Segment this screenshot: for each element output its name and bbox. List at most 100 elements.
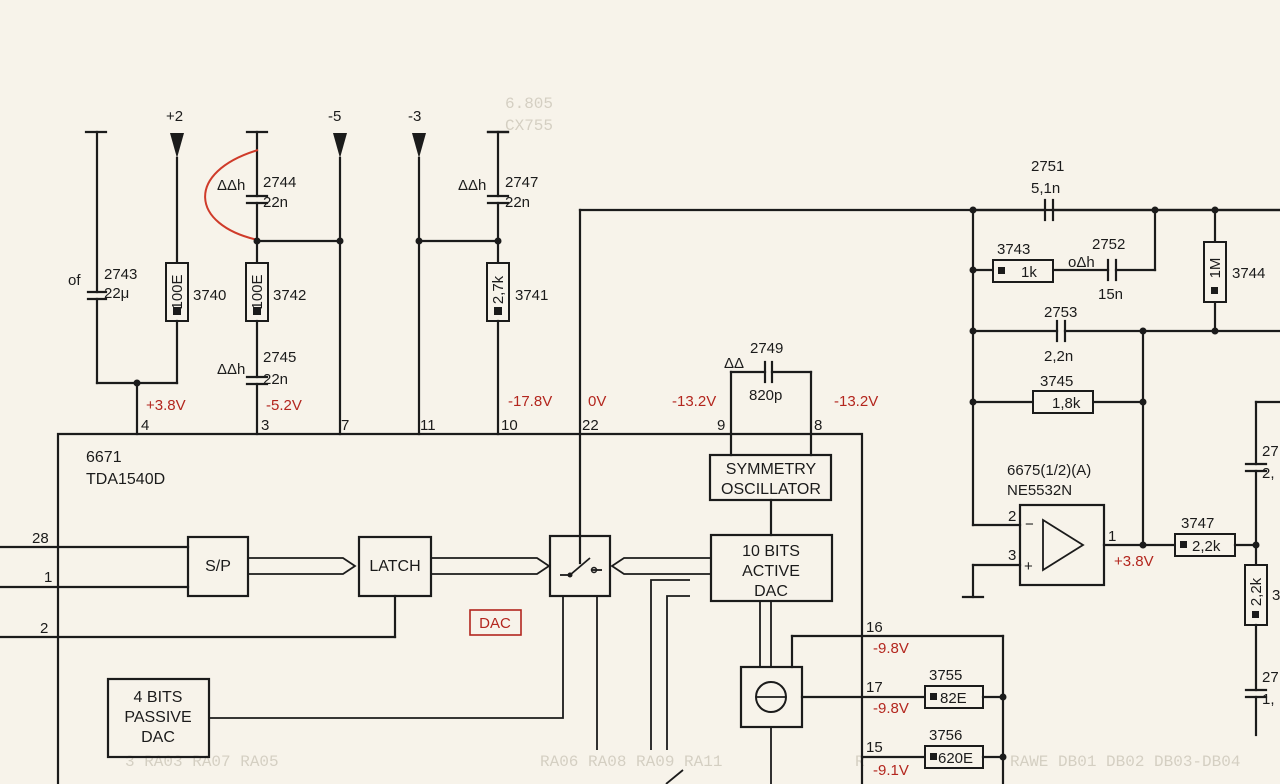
edge-ref-top: 27	[1262, 443, 1279, 460]
pin-17: 17	[866, 679, 883, 696]
passive-dac-label-2: PASSIVE	[124, 709, 191, 726]
c2743-note: of	[68, 272, 81, 289]
passive-dac-label-1: 4 BITS	[134, 689, 183, 706]
c2752-value: 15n	[1098, 286, 1123, 303]
c2749-branch: ΔΔ 2749 820p	[724, 340, 813, 457]
symmetry-oscillator-block: SYMMETRY OSCILLATOR	[708, 453, 833, 502]
ghost-bottom-4: RAWE DB01 DB02 DB03-DB04	[1010, 753, 1240, 771]
r3741-value: 2,7k	[490, 275, 507, 304]
r3745: 1,8k 3745	[1032, 373, 1094, 414]
r3744-value: 1M	[1207, 258, 1224, 279]
opamp-part: NE5532N	[1007, 482, 1072, 499]
voltage-pin4: +3.8V	[146, 397, 186, 414]
c2747-ref: 2747	[505, 174, 538, 191]
pin-8: 8	[814, 417, 822, 434]
c2749-ref: 2749	[750, 340, 783, 357]
supply-plus2-label: +2	[166, 108, 183, 125]
pin-3: 3	[261, 417, 269, 434]
voltage-pin16: -9.8V	[873, 640, 909, 657]
c2752-note: oΔh	[1068, 254, 1095, 271]
r3742-value: 100E	[249, 274, 266, 309]
r3747: 2,2k 3747	[1174, 515, 1260, 557]
r3744-ref: 3744	[1232, 265, 1265, 282]
r3745-value: 1,8k	[1052, 395, 1081, 412]
supply-minus5-label: -5	[328, 108, 341, 125]
pin22-output	[578, 208, 1280, 565]
r3740-ref: 3740	[193, 287, 226, 304]
r3743-ref: 3743	[997, 241, 1030, 258]
ghost-bottom-2: RA06 RA08 RA09 RA11	[540, 753, 722, 771]
opamp-pin2: 2	[1008, 508, 1016, 525]
c2745-value: 22n	[263, 371, 288, 388]
c2744-note: ΔΔh	[217, 177, 245, 194]
ic-6671-outline	[56, 432, 864, 784]
edge-val-bottom: 1,	[1262, 691, 1275, 708]
opamp-plus: +	[1024, 558, 1033, 575]
pin-16: 16	[866, 619, 883, 636]
edge-ref-bottom: 27	[1262, 669, 1279, 686]
edge-r-value: 2,2k	[1248, 577, 1265, 606]
r3742-ref: 3742	[273, 287, 306, 304]
latch-block: LATCH	[357, 535, 433, 598]
active-dac-label-1: 10 BITS	[742, 543, 800, 560]
r3747-ref: 3747	[1181, 515, 1214, 532]
c2743-ref: 2743	[104, 266, 137, 283]
dac-label-box	[469, 609, 522, 636]
passive-dac-label-3: DAC	[141, 729, 175, 746]
right-edge-partials: 27 2, 2,2k 3 27 1,	[1244, 400, 1280, 737]
c2743-value: 22μ	[104, 285, 129, 302]
r3743: 1k 3743	[992, 241, 1054, 283]
r3747-value: 2,2k	[1192, 538, 1221, 555]
opamp-pin1: 1	[1108, 528, 1116, 545]
voltage-pin3: -5.2V	[266, 397, 302, 414]
ic-ref: 6671	[86, 449, 122, 466]
c2751-value: 5,1n	[1031, 180, 1060, 197]
dac-label: DAC	[479, 615, 511, 632]
symmetry-label-2: OSCILLATOR	[721, 481, 821, 498]
c2749-value: 820p	[749, 387, 782, 404]
pin-4: 4	[141, 417, 149, 434]
pin-11: 11	[420, 417, 436, 434]
red-annotation-arc	[204, 149, 259, 241]
active-dac-block: 10 BITS ACTIVE DAC	[709, 533, 834, 603]
c2743-branch: of 2743 22μ	[68, 130, 179, 436]
opamp-6675: 6675(1/2)(A) NE5532N − + 2 3 1	[961, 462, 1177, 599]
pin-2: 2	[40, 620, 48, 637]
voltage-pin22: 0V	[588, 393, 606, 410]
ghost-top-2: CX755	[505, 117, 553, 135]
voltage-pin9: -13.2V	[672, 393, 716, 410]
pin3-branch: ΔΔh 2744 22n 100E 3742 ΔΔh 2745 22n	[204, 130, 342, 436]
active-dac-label-2: ACTIVE	[742, 563, 800, 580]
current-source-block	[739, 665, 804, 729]
ghost-bottom-3: R	[855, 753, 865, 771]
opamp-pin3: 3	[1008, 547, 1016, 564]
voltage-pin17: -9.8V	[873, 700, 909, 717]
c2753-ref: 2753	[1044, 304, 1077, 321]
c2753-value: 2,2n	[1044, 348, 1073, 365]
pin-1: 1	[44, 569, 52, 586]
c2752-ref: 2752	[1092, 236, 1125, 253]
supply-minus3: -3	[408, 108, 500, 436]
voltage-pin8: -13.2V	[834, 393, 878, 410]
opamp-minus: −	[1025, 516, 1034, 533]
pin-7: 7	[341, 417, 349, 434]
r3740-branch: +2 100E 3740	[165, 108, 226, 385]
c2744-ref: 2744	[263, 174, 296, 191]
input-lines	[0, 545, 397, 639]
pin-28: 28	[32, 530, 49, 547]
bleed-through-text: 6.805 CX755 3 RA03 RA07 RA05 RA06 RA08 R…	[125, 95, 1240, 771]
opamp-ref: 6675(1/2)(A)	[1007, 462, 1091, 479]
ic-part: TDA1540D	[86, 471, 165, 488]
r3755-ref: 3755	[929, 667, 962, 684]
r3745-ref: 3745	[1040, 373, 1073, 390]
r3740-value: 100E	[169, 274, 186, 309]
r3744: 1M 3744	[1203, 241, 1265, 303]
voltage-pin10: -17.8V	[508, 393, 552, 410]
pin-9: 9	[717, 417, 725, 434]
pin10-branch: ΔΔh 2747 22n 2,7k 3741	[458, 130, 548, 436]
r3755-value: 82E	[940, 690, 967, 707]
edge-r-pin: 3	[1272, 587, 1280, 604]
r3756: 620E 3756	[924, 727, 1005, 769]
r3741-ref: 3741	[515, 287, 548, 304]
